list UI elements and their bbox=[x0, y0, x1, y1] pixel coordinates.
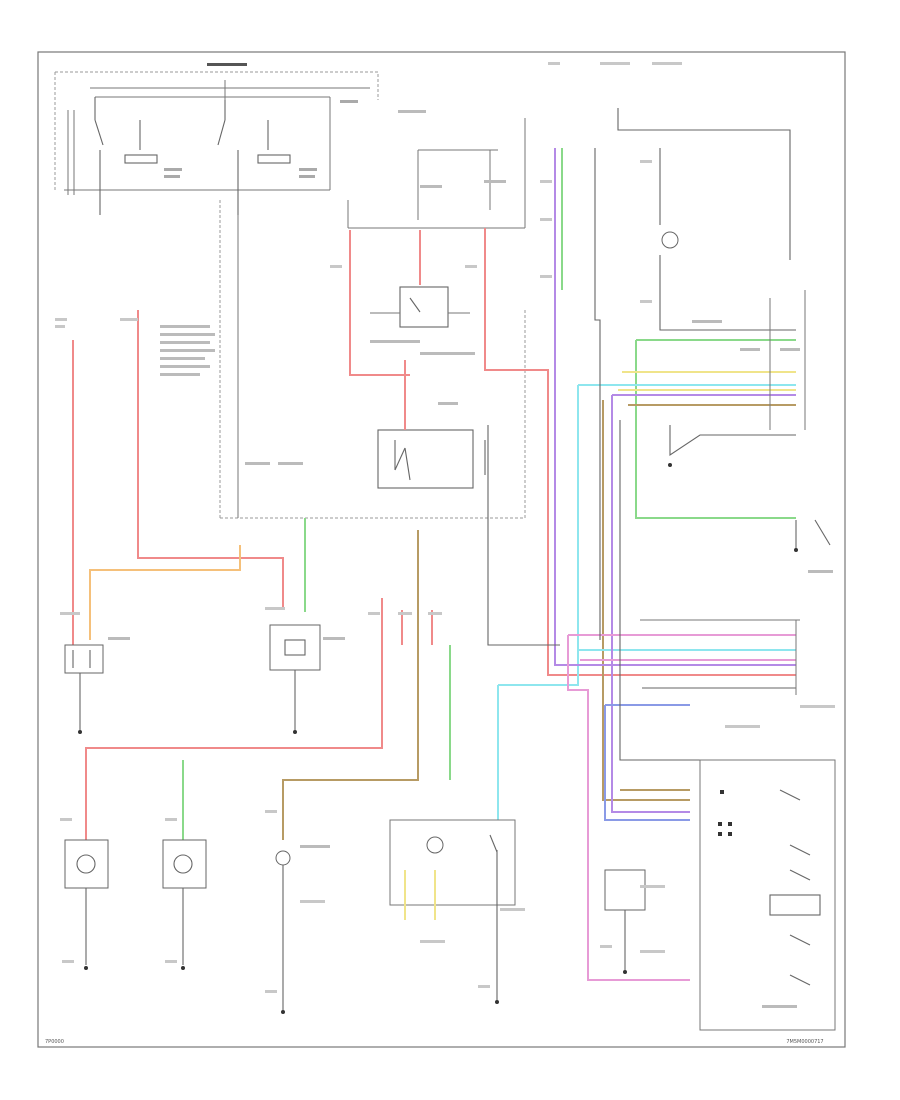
left-headlight bbox=[64, 637, 130, 730]
indicator-lamp bbox=[275, 845, 330, 1010]
dash-fuse-box bbox=[347, 110, 526, 229]
figure-code: 7M5M0000717 bbox=[786, 1039, 823, 1045]
red-wires bbox=[72, 228, 796, 840]
unreadable-labels bbox=[55, 62, 835, 993]
daytime-running-light-control-unit bbox=[160, 200, 526, 519]
violet-wires bbox=[554, 148, 796, 821]
brown-wires bbox=[282, 400, 690, 840]
orange-wire bbox=[89, 545, 241, 640]
right-headlight bbox=[269, 624, 345, 730]
diagram-frame bbox=[37, 51, 846, 1048]
cyan-wires bbox=[497, 384, 796, 820]
pink-wires bbox=[567, 634, 796, 981]
left-front-junction bbox=[370, 286, 475, 355]
ground-symbols bbox=[78, 463, 798, 1014]
green-wires bbox=[182, 148, 796, 840]
right-parking-lamp bbox=[162, 839, 207, 965]
parking-brake-switch-box bbox=[389, 819, 516, 1000]
combination-switch bbox=[699, 759, 836, 1031]
left-parking-lamp bbox=[64, 839, 109, 965]
under-hood-fuse-box bbox=[54, 63, 379, 215]
door-switch bbox=[795, 519, 833, 573]
indicator-lamp-right bbox=[604, 231, 679, 970]
yellow-wires bbox=[618, 371, 796, 791]
page-code: 7P0000 bbox=[45, 1039, 64, 1045]
combination-switch-connector bbox=[640, 290, 806, 695]
black-wires bbox=[487, 108, 796, 761]
